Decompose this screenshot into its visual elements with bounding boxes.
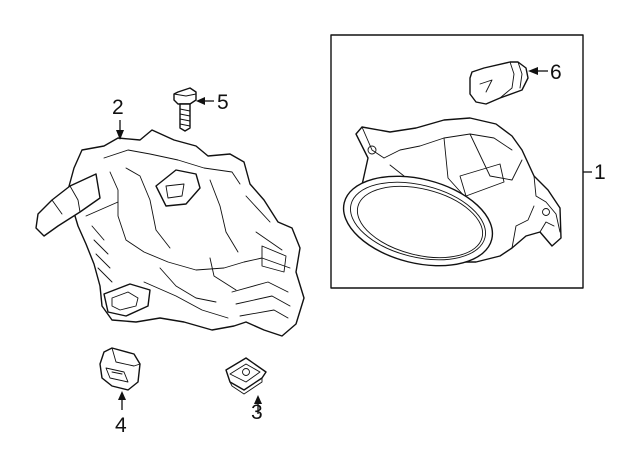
arrow-6 [528, 67, 538, 75]
arrow-4 [118, 391, 126, 400]
arrow-5 [196, 97, 205, 105]
bolt[interactable] [173, 87, 197, 132]
lamp-bracket[interactable] [35, 129, 305, 337]
bulb[interactable] [469, 61, 529, 105]
callout-4: 4 [115, 414, 127, 437]
fog-lamp-housing[interactable] [334, 117, 562, 280]
fog-lamp-assembly-box [330, 34, 584, 289]
callout-5: 5 [217, 91, 229, 114]
callout-6: 6 [550, 61, 562, 84]
callout-3: 3 [251, 401, 263, 424]
callout-1: 1 [594, 161, 606, 184]
clip[interactable] [99, 347, 141, 391]
arrow-3 [254, 395, 262, 404]
arrow-2 [116, 130, 124, 140]
nut-clip[interactable] [225, 357, 267, 395]
callout-2: 2 [112, 96, 124, 119]
